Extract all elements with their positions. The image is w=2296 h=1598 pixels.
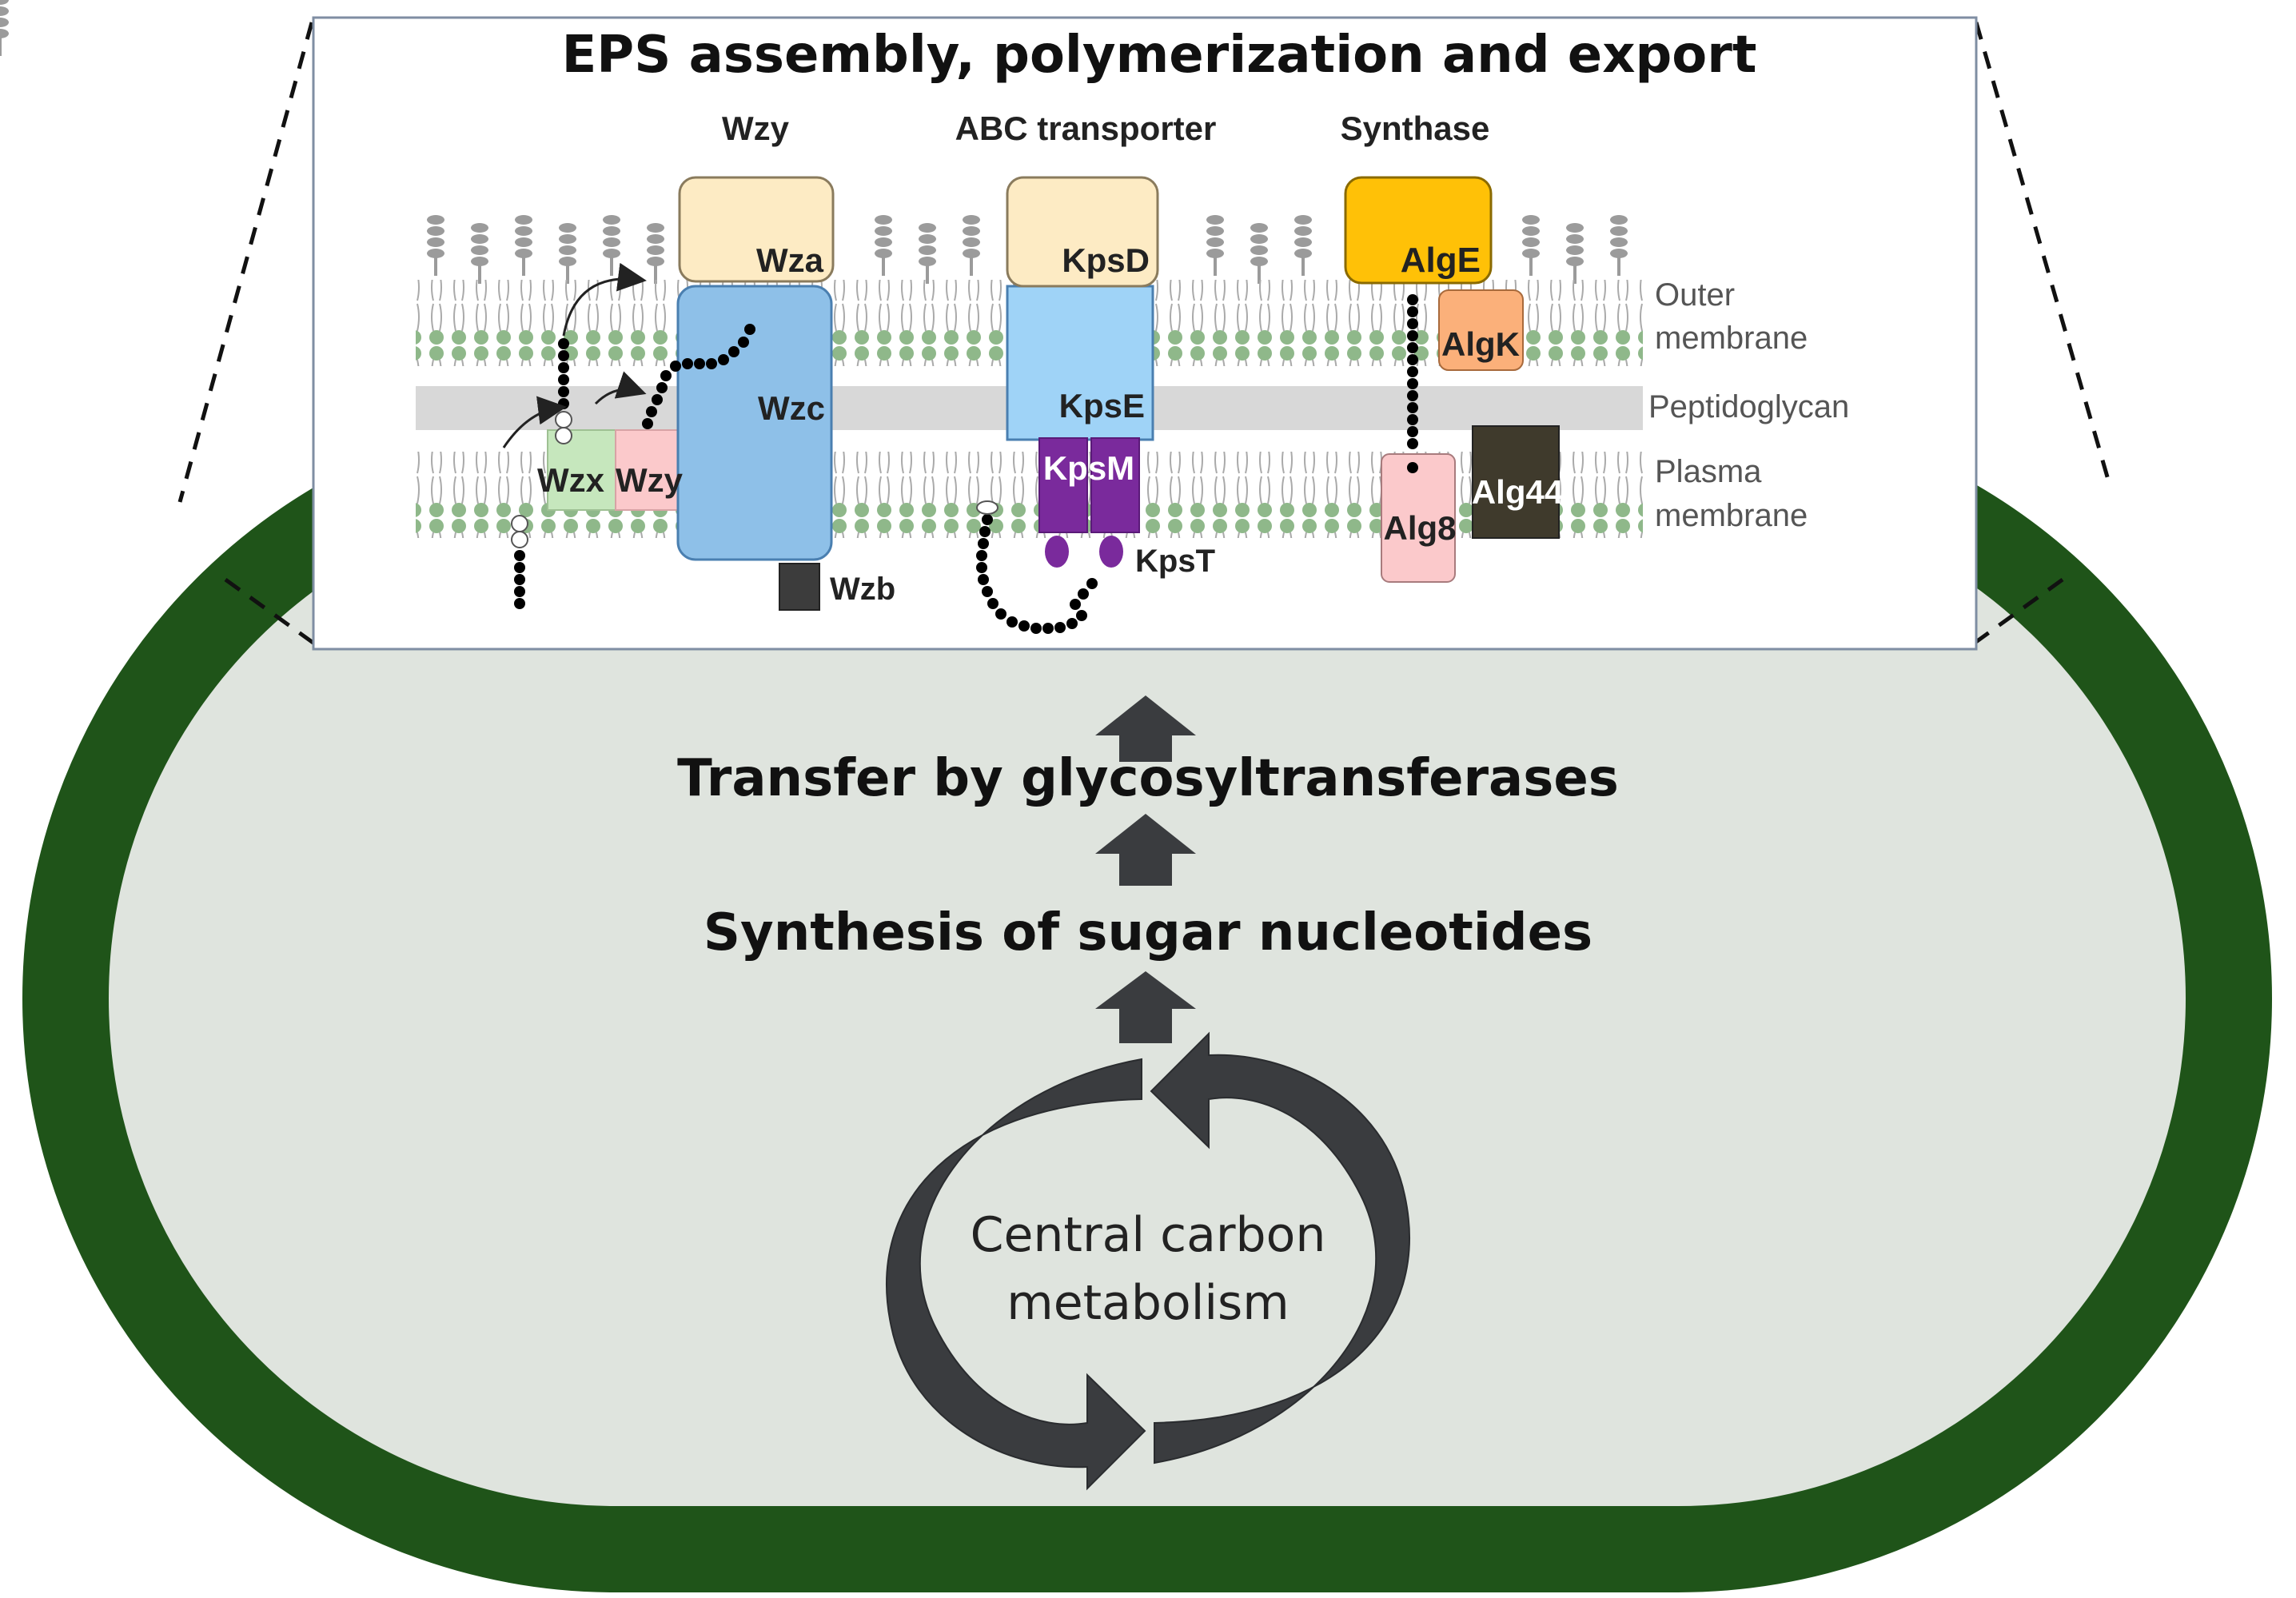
wza-protein bbox=[678, 176, 835, 283]
wzb-label: Wzb bbox=[830, 572, 895, 607]
step-synthesis: Synthesis of sugar nucleotides bbox=[704, 903, 1592, 962]
kpst-right bbox=[1099, 536, 1123, 568]
wza-label: Wza bbox=[756, 241, 824, 279]
kpse-label: KpsE bbox=[1059, 387, 1145, 424]
wzy-protein bbox=[615, 429, 680, 511]
alg8-protein bbox=[1381, 453, 1456, 583]
synthase-polymer-chain bbox=[1407, 294, 1418, 473]
system-label-wzy: Wzy bbox=[722, 110, 790, 147]
system-label-synthase: Synthase bbox=[1341, 110, 1490, 147]
kpsd-protein bbox=[1006, 176, 1159, 288]
inset-panel: EPS assembly, polymerization and export … bbox=[0, 0, 1978, 651]
up-arrow-middle bbox=[1095, 814, 1196, 886]
kpsm-left bbox=[1038, 437, 1088, 533]
kpse-protein bbox=[1006, 285, 1154, 441]
wzx-protein bbox=[547, 429, 619, 511]
system-label-abc: ABC transporter bbox=[955, 110, 1217, 147]
layer-label-plasma-2: membrane bbox=[1655, 498, 1808, 533]
wzc-protein bbox=[676, 285, 833, 561]
metabolism-cycle bbox=[886, 1031, 1410, 1491]
wzy-transfer-arrows bbox=[502, 262, 647, 448]
up-arrow-bottom bbox=[1095, 971, 1196, 1043]
lps-chains bbox=[0, 0, 1628, 284]
kpsm-label: KpsM bbox=[1043, 449, 1134, 487]
zoom-lines bbox=[177, 22, 2111, 650]
cycle-arrow-right bbox=[1150, 1031, 1410, 1465]
wzy-system: Wza Wzc Wzx Wzy Wzb bbox=[502, 176, 895, 611]
alg44-label: Alg44 bbox=[1472, 473, 1564, 511]
central-carbon-line1: Central carbon bbox=[971, 1207, 1326, 1263]
layer-label-outer-1: Outer bbox=[1655, 277, 1735, 313]
wzb-protein bbox=[779, 563, 820, 611]
up-arrow-top bbox=[1095, 695, 1196, 762]
alge-label: AlgE bbox=[1401, 241, 1481, 280]
kpsd-label: KpsD bbox=[1062, 241, 1150, 279]
inset-title: EPS assembly, polymerization and export bbox=[562, 26, 1757, 85]
alge-protein bbox=[1344, 176, 1493, 285]
layer-label-outer-2: membrane bbox=[1655, 321, 1808, 356]
alg8-label: Alg8 bbox=[1383, 509, 1456, 547]
abc-polymer-chain bbox=[976, 514, 1098, 634]
step-transfer: Transfer by glycosyltransferases bbox=[677, 749, 1619, 808]
central-carbon-line2: metabolism bbox=[1006, 1275, 1290, 1331]
kpst-left bbox=[1045, 536, 1069, 568]
wzc-label: Wzc bbox=[758, 389, 825, 427]
kpst-label: KpsT bbox=[1135, 544, 1215, 579]
layer-label-plasma-1: Plasma bbox=[1655, 454, 1762, 489]
cycle-arrow-left bbox=[886, 1058, 1146, 1491]
wzx-label: Wzx bbox=[537, 461, 605, 499]
layer-label-peptidoglycan: Peptidoglycan bbox=[1648, 389, 1849, 424]
alg44-protein bbox=[1472, 425, 1560, 539]
algk-protein bbox=[1438, 289, 1524, 371]
algk-label: AlgK bbox=[1441, 325, 1520, 363]
synthase-system: AlgE AlgK Alg8 Alg44 bbox=[1344, 176, 1564, 583]
kpsm-right bbox=[1090, 437, 1140, 533]
wzy-label: Wzy bbox=[616, 461, 684, 499]
lipid-carrier bbox=[511, 411, 572, 548]
abc-transporter: KpsD KpsE KpsM KpsT bbox=[976, 176, 1215, 634]
flow-arrows bbox=[1095, 695, 1196, 1043]
